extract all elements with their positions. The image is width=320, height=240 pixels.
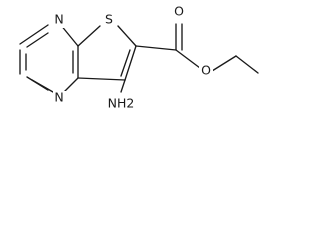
bond-c7a-to-s [77,25,101,47]
atom-n-bottom: N [54,90,63,105]
molecule-drawing: N N S O O NH2 [19,4,259,112]
atom-n-top-bg [53,13,66,28]
bond-c7-to-nh2 [120,79,126,93]
bond-c6-to-carbonyl-c [135,45,177,51]
atom-n-bottom-bg [53,91,66,106]
atom-s-bg [102,13,116,28]
bond-ch2-to-ch3 [235,55,259,74]
bond-o-ester-to-ch2 [211,55,237,72]
bond-s-to-c6 [117,25,137,47]
bond-c6-to-c7 [124,45,137,81]
atom-labels: N N S O O NH2 [53,4,213,112]
bond-c6-to-c7-double [120,49,131,77]
atom-o-carbonyl: O [174,4,184,19]
bond-c-to-n-top-double [26,32,49,48]
atom-nh2-bg [104,96,138,112]
atom-s: S [105,12,113,27]
atom-o-ester: O [201,63,211,78]
atom-o-ester-bg [199,64,213,79]
bond-c7-to-c3a [77,77,126,81]
bond-n-bottom-to-c-double [26,76,49,91]
atom-n-top: N [54,12,63,27]
bond-c-to-n-top [19,24,49,45]
bond-carbonyl-c-to-o-ester [175,49,201,69]
atom-o-carbonyl-bg [172,5,186,20]
atom-nh2: NH2 [108,96,135,111]
pyrazine-ring [19,23,79,97]
thiophene-ring [77,25,137,81]
ester-group [135,23,259,74]
chemical-structure-canvas: N N S O O NH2 [0,0,259,131]
